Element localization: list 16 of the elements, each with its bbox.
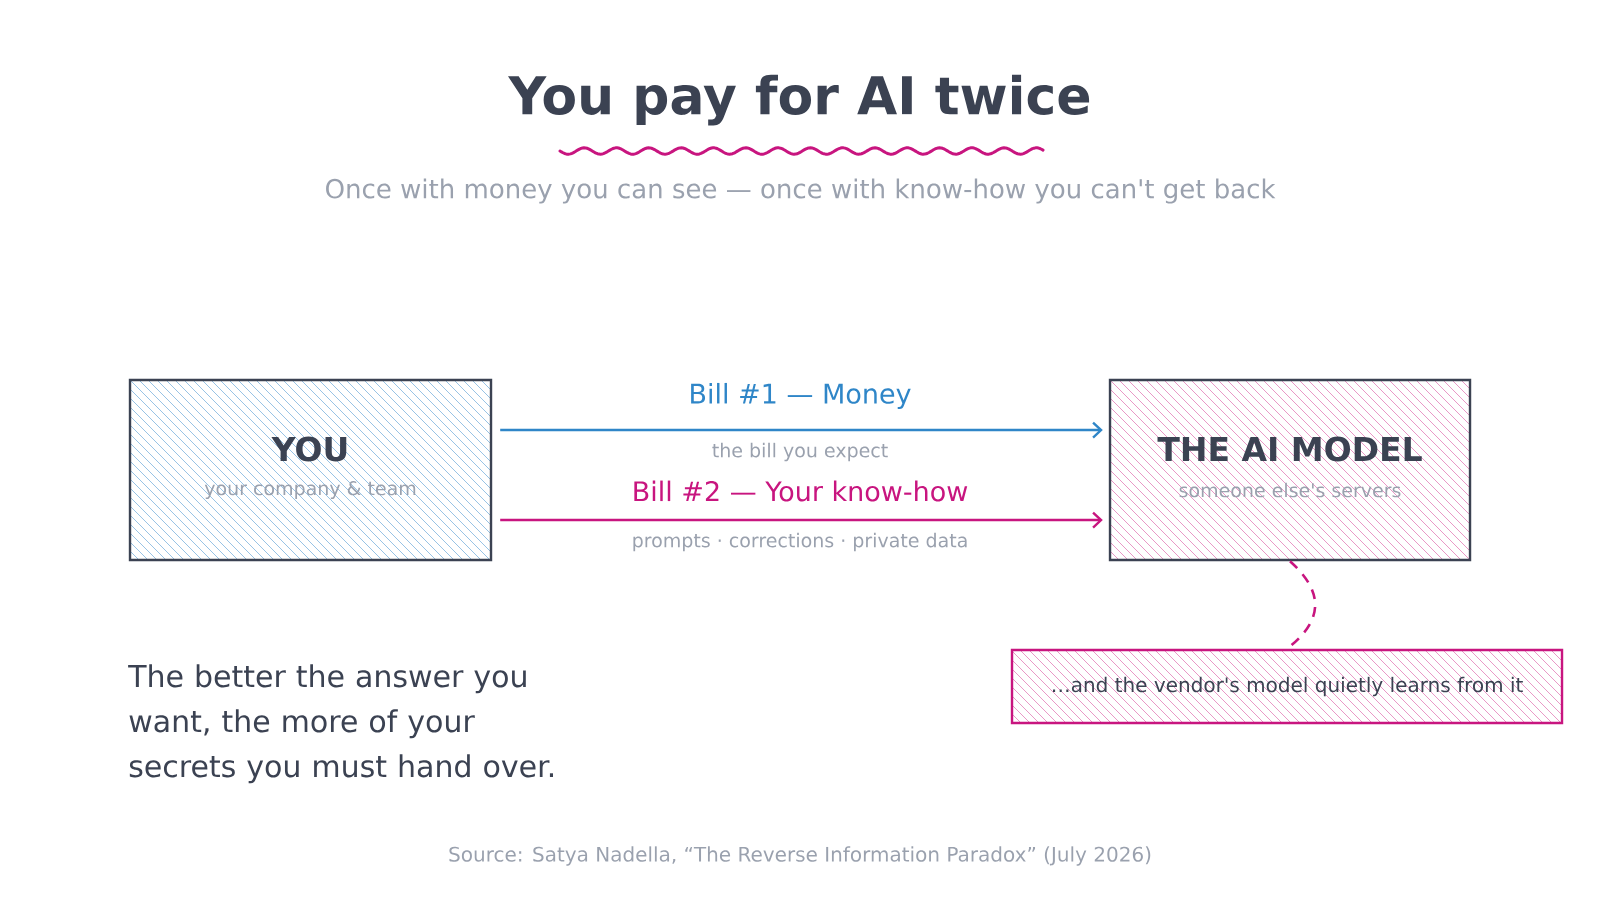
callout-text: …and the vendor's model quietly learns from it xyxy=(1053,676,1523,697)
arrow xyxy=(500,511,1103,529)
process-box xyxy=(128,378,493,562)
edge-label: Bill #2 — Your know-how xyxy=(634,480,968,502)
box-title: THE AI MODEL xyxy=(1157,436,1422,462)
arrow xyxy=(500,421,1103,439)
note-text: The better the answer you want, the more of your secrets you must hand over. xyxy=(128,664,553,784)
edge-note: the bill you expect xyxy=(712,442,888,462)
title: You pay for AI twice xyxy=(508,74,1090,126)
callout-box xyxy=(1010,648,1564,725)
edge-label: Bill #1 — Money xyxy=(691,382,911,410)
box-title: YOU xyxy=(271,436,347,462)
source-note: Source: Satya Nadella, “The Reverse Information Paradox” (July 2026) xyxy=(449,846,1151,866)
subtitle: Once with money you can see — once with know-how you can't get back xyxy=(326,178,1276,204)
edge-note: prompts · corrections · private data xyxy=(633,532,967,552)
process-box xyxy=(1108,378,1472,562)
